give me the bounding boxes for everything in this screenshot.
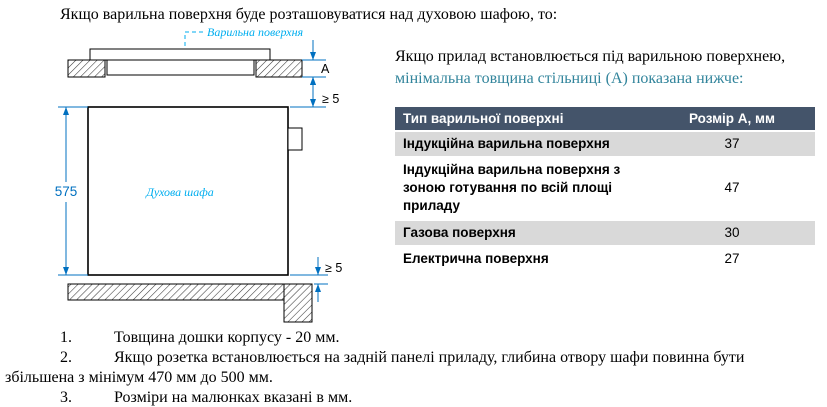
table-row: Індукційна варильна поверхня з зоною гот… (395, 157, 815, 221)
table-row: Індукційна варильна поверхня 37 (395, 130, 815, 159)
size-a-cell: 30 (649, 219, 815, 247)
intro-text: Якщо варильна поверхня буде розташовуват… (60, 6, 558, 23)
base-right-column (283, 283, 313, 323)
oven-connector (287, 127, 303, 151)
base-panel (67, 283, 313, 301)
hob-type-cell: Індукційна варильна поверхня з зоною гот… (395, 157, 649, 221)
size-a-cell: 27 (649, 245, 815, 274)
hob-label: Варильна поверхня (207, 25, 304, 39)
hob-type-cell: Газова поверхня (395, 219, 649, 247)
note-item: 2.Якщо розетка встановлюється на задній … (5, 348, 817, 388)
worktop-right (255, 59, 303, 78)
note-text: Товщина дошки корпусу - 20 мм. (114, 329, 340, 346)
size-a-cell: 37 (649, 130, 815, 159)
table-row: Електрична поверхня 27 (395, 245, 815, 274)
note-number: 2. (60, 349, 72, 366)
note-item: 1. Товщина дошки корпусу - 20 мм. (5, 328, 817, 348)
right-column: Якщо прилад встановлюється під варильною… (395, 46, 820, 274)
hob-type-cell: Електрична поверхня (395, 245, 649, 274)
table-header-row: Тип варильної поверхні Розмір А, мм (395, 106, 815, 132)
dim-gap-bottom-label: ≥ 5 (325, 261, 342, 275)
installation-diagram: Варильна поверхня A ≥ 5 Духова шафа (50, 22, 395, 344)
hob-type-cell: Індукційна варильна поверхня (395, 130, 649, 159)
table-header-size: Розмір А, мм (649, 106, 815, 132)
note-number: 3. (60, 389, 72, 406)
dim-a-label: A (321, 62, 330, 76)
hob-glass (89, 48, 271, 61)
right-paragraph: Якщо прилад встановлюється під варильною… (395, 46, 820, 91)
size-a-cell: 47 (649, 157, 815, 221)
right-paragraph-line2: мінімальна товщина стільниці (А) показан… (395, 70, 744, 88)
hob-label-leader (184, 31, 203, 66)
note-item: 3. Розміри на малюнках вказані в мм. (5, 388, 817, 407)
hob-thickness-table: Тип варильної поверхні Розмір А, мм Інду… (395, 106, 815, 274)
table-row: Газова поверхня 30 (395, 219, 815, 247)
oven-label: Духова шафа (145, 185, 214, 199)
dim-gap-top-label: ≥ 5 (322, 92, 339, 106)
diagram-svg: Варильна поверхня A ≥ 5 Духова шафа (55, 25, 342, 323)
note-text: Якщо розетка встановлюється на задній па… (5, 349, 745, 386)
dim-575-label: 575 (55, 184, 78, 199)
oven-box (87, 106, 289, 276)
note-text: Розміри на малюнках вказані в мм. (114, 389, 353, 406)
notes-list: 1. Товщина дошки корпусу - 20 мм. 2.Якщо … (5, 328, 817, 407)
note-number: 1. (60, 329, 72, 346)
table-header-type: Тип варильної поверхні (395, 106, 649, 132)
right-paragraph-line1: Якщо прилад встановлюється під варильною… (395, 48, 786, 65)
worktop-left (67, 59, 106, 78)
hob-body (106, 59, 255, 76)
